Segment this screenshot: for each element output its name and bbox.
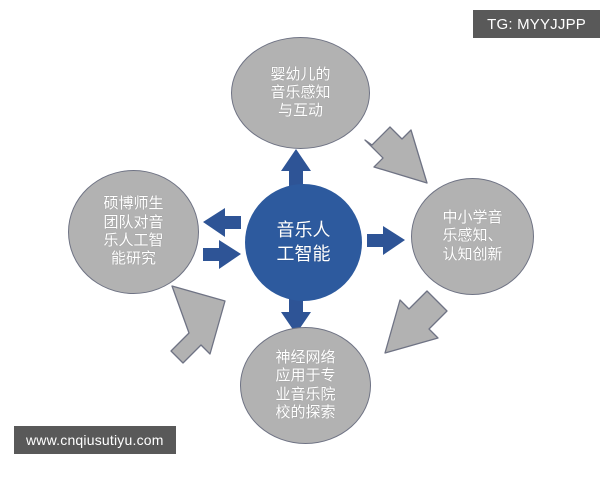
node-bottom-label: 神经网络 应用于专 业音乐院 校的探索 <box>275 348 336 421</box>
arrow-center-to-bottom <box>281 296 311 334</box>
arrow-center-to-left <box>203 208 241 237</box>
site-url-watermark: www.cnqiusutiyu.com <box>14 426 176 454</box>
telegram-tag-text: TG: MYYJJPP <box>487 15 586 33</box>
node-k12-music-cognition[interactable]: 中小学音 乐感知、 认知创新 <box>411 178 534 295</box>
telegram-tag-watermark: TG: MYYJJPP <box>473 10 600 38</box>
node-graduate-team-research[interactable]: 硕博师生 团队对音 乐人工智 能研究 <box>68 170 199 294</box>
arrow-bottom-to-left <box>170 285 226 364</box>
arrow-top-to-right <box>364 126 428 184</box>
node-infant-music-perception[interactable]: 婴幼儿的 音乐感知 与互动 <box>231 37 370 149</box>
center-node-music-ai[interactable]: 音乐人 工智能 <box>245 184 362 301</box>
node-top-label: 婴幼儿的 音乐感知 与互动 <box>270 65 331 120</box>
arrow-center-to-right <box>367 226 405 255</box>
node-neural-network-conservatory[interactable]: 神经网络 应用于专 业音乐院 校的探索 <box>240 327 371 444</box>
node-right-label: 中小学音 乐感知、 认知创新 <box>442 209 503 263</box>
arrow-left-to-center <box>203 240 241 269</box>
node-left-label: 硕博师生 团队对音 乐人工智 能研究 <box>103 195 164 268</box>
center-node-label: 音乐人 工智能 <box>276 220 331 264</box>
site-url-text: www.cnqiusutiyu.com <box>26 432 164 448</box>
arrow-center-to-top <box>281 149 311 187</box>
arrow-right-to-bottom <box>384 290 448 354</box>
